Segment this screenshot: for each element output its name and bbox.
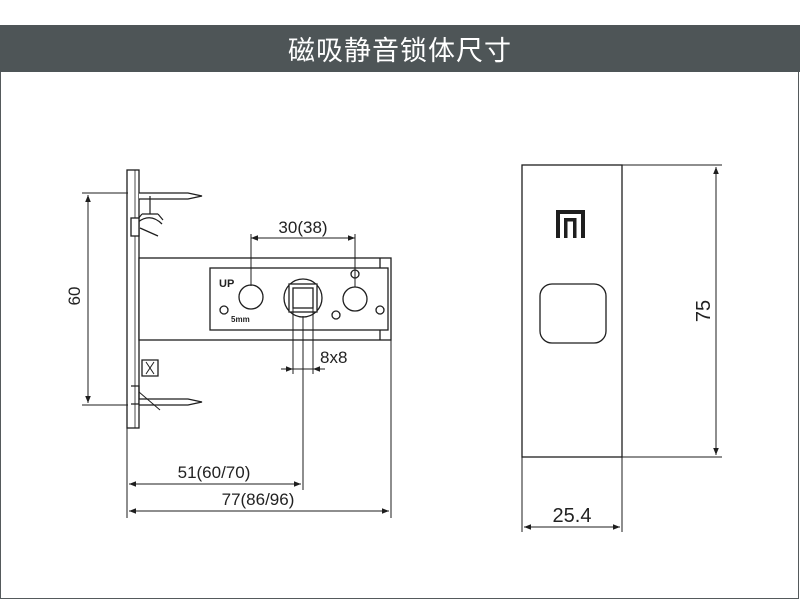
up-mark: UP [219,278,234,290]
backset-dimension [126,316,304,518]
left-cam-hole [238,284,264,310]
backset-label: 51(60/70) [178,463,251,482]
right-cam-hole [342,286,368,312]
total-length-label: 77(86/96) [222,490,295,509]
page-title: 磁吸静音锁体尺寸 [0,25,800,72]
size-mark: 5mm [231,315,250,324]
total-length-dimension [129,340,392,518]
cam-spacing-dimension [250,234,356,287]
strike-width-label: 25.4 [553,505,592,527]
spindle-square [292,287,314,309]
height-label: 60 [65,287,84,306]
m-logo-icon [556,210,585,238]
spindle-label: 8x8 [320,348,347,367]
lock-body-drawing [126,169,392,429]
spindle-dimension [281,308,325,374]
cam-spacing-label: 30(38) [278,218,327,237]
top-nail [130,192,203,237]
bottom-nail [131,359,203,411]
strike-height-label: 75 [693,300,715,322]
strike-plate-drawing [521,164,623,458]
height-dimension [82,192,128,406]
face-plate [126,169,140,429]
strike-width-dimension [521,457,623,532]
strike-height-dimension [622,164,722,458]
magnet-pad-icon [539,283,607,344]
